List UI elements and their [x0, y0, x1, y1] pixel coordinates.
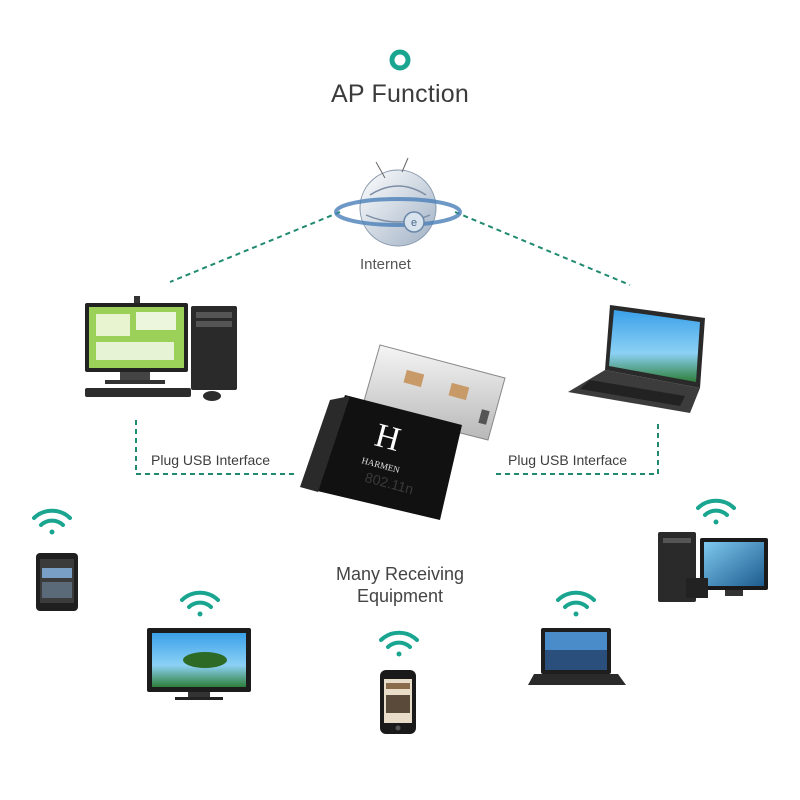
smartphone-icon [380, 670, 416, 734]
svg-text:e: e [411, 217, 417, 229]
laptop-computer-icon [568, 305, 705, 413]
connection-lines [135, 211, 659, 475]
internet-globe-icon: e [334, 157, 462, 247]
plug-usb-label-left: Plug USB Interface [151, 452, 271, 468]
wifi-icon [379, 630, 419, 657]
accent-ring-icon [389, 49, 411, 71]
receiving-line-1: Many Receiving [335, 564, 465, 584]
wifi-icon [32, 508, 72, 535]
internet-label: Internet [360, 256, 411, 273]
tablet-icon [36, 553, 78, 611]
receiving-line-2: Equipment [356, 586, 444, 606]
wifi-icon [180, 590, 220, 617]
usb-adapter-image: H HARMEN 802.11n [300, 344, 506, 520]
wifi-icon [696, 498, 736, 525]
laptop-icon [528, 628, 626, 685]
plug-usb-label-right: Plug USB Interface [508, 452, 628, 468]
desktop-computer-icon [85, 296, 237, 401]
television-icon [147, 628, 251, 700]
page-title: AP Function [331, 80, 469, 108]
wifi-icon [556, 590, 596, 617]
receiving-equipment-label: Many Receiving Equipment [300, 563, 500, 607]
desktop-pc-icon [658, 532, 768, 602]
